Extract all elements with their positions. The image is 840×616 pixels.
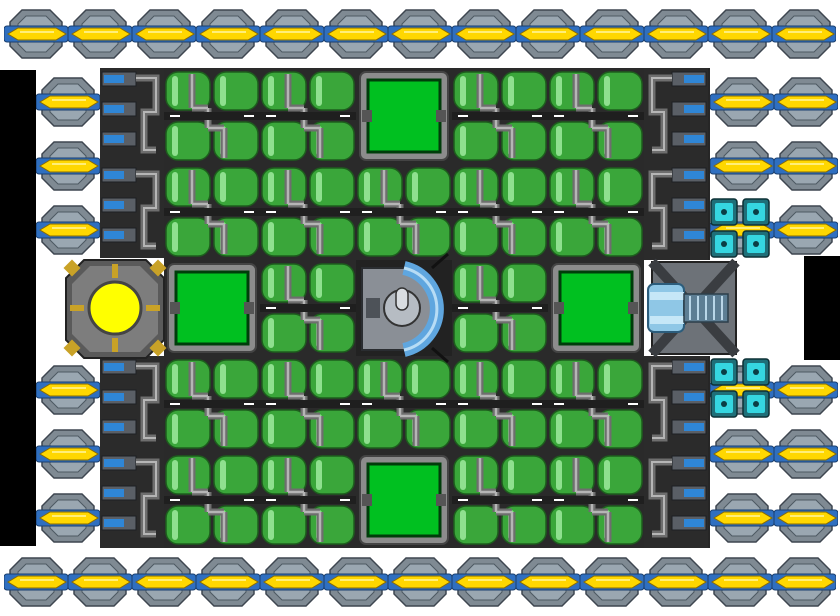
fuel-tank[interactable] <box>548 356 644 452</box>
thruster-tile[interactable] <box>196 9 260 59</box>
thruster-tile[interactable] <box>452 557 516 607</box>
fuel-tank[interactable] <box>452 68 548 164</box>
thruster-tile[interactable] <box>4 9 68 59</box>
wall-connector <box>644 356 708 452</box>
thruster-tile[interactable] <box>644 9 708 59</box>
void-right <box>804 256 840 360</box>
wall-connector <box>100 452 164 548</box>
fuel-tank[interactable] <box>548 68 644 164</box>
hatch-left[interactable] <box>164 260 260 356</box>
thruster-tile[interactable] <box>708 9 772 59</box>
fuel-tank[interactable] <box>260 68 356 164</box>
thruster-tile[interactable] <box>774 365 838 415</box>
fuel-tank[interactable] <box>164 164 260 260</box>
fuel-tank[interactable] <box>164 452 260 548</box>
fuel-tank[interactable] <box>164 68 260 164</box>
thruster-tile[interactable] <box>68 557 132 607</box>
void-left <box>0 70 36 546</box>
fuel-tank[interactable] <box>452 356 548 452</box>
thruster-tile[interactable] <box>36 493 100 543</box>
thruster-tile[interactable] <box>388 9 452 59</box>
thruster-tile[interactable] <box>36 429 100 479</box>
fuel-tank[interactable] <box>260 356 356 452</box>
thruster-tile[interactable] <box>132 9 196 59</box>
top-thruster-row <box>4 9 836 59</box>
command-cockpit[interactable] <box>356 252 452 364</box>
thruster-tile[interactable] <box>774 205 838 255</box>
fuel-tank[interactable] <box>548 452 644 548</box>
wall-connector <box>100 164 164 260</box>
thruster-tile[interactable] <box>452 9 516 59</box>
fuel-tank[interactable] <box>164 356 260 452</box>
thruster-tile[interactable] <box>516 9 580 59</box>
thruster-tile[interactable] <box>772 557 836 607</box>
thruster-tile[interactable] <box>774 141 838 191</box>
thruster-tile[interactable] <box>36 77 100 127</box>
thruster-tile[interactable] <box>580 557 644 607</box>
thruster-tile[interactable] <box>36 205 100 255</box>
bottom-thruster-row <box>4 557 836 607</box>
fuel-tank[interactable] <box>356 164 452 260</box>
wall-connector <box>100 68 164 164</box>
thruster-tile[interactable] <box>260 9 324 59</box>
wall-connector <box>100 356 164 452</box>
thruster-tile[interactable] <box>36 141 100 191</box>
thruster-tile[interactable] <box>196 557 260 607</box>
thruster-tile[interactable] <box>260 557 324 607</box>
hatch-bottom[interactable] <box>356 452 452 548</box>
thruster-tile[interactable] <box>710 77 774 127</box>
thruster-tile[interactable] <box>132 557 196 607</box>
thruster-tile[interactable] <box>774 77 838 127</box>
fuel-tank[interactable] <box>452 452 548 548</box>
wall-connector <box>644 68 708 164</box>
fuel-tank[interactable] <box>260 260 356 356</box>
fuel-tank[interactable] <box>260 452 356 548</box>
thruster-tile[interactable] <box>708 557 772 607</box>
fuel-tank[interactable] <box>548 164 644 260</box>
thruster-tile[interactable] <box>772 9 836 59</box>
thruster-tile[interactable] <box>36 365 100 415</box>
hatch-right[interactable] <box>548 260 644 356</box>
fuel-tank[interactable] <box>452 164 548 260</box>
wall-connector <box>644 164 708 260</box>
thruster-tile[interactable] <box>324 557 388 607</box>
thruster-tile[interactable] <box>710 429 774 479</box>
fuel-tank[interactable] <box>260 164 356 260</box>
wall-connector <box>644 452 708 548</box>
thruster-tile[interactable] <box>4 557 68 607</box>
thruster-tile[interactable] <box>324 9 388 59</box>
thruster-tile[interactable] <box>644 557 708 607</box>
thruster-tile[interactable] <box>710 141 774 191</box>
thruster-tile[interactable] <box>516 557 580 607</box>
fuel-tank[interactable] <box>452 260 548 356</box>
reactor-core[interactable] <box>63 258 167 359</box>
thruster-tile[interactable] <box>774 493 838 543</box>
thruster-tile[interactable] <box>710 493 774 543</box>
thruster-tile[interactable] <box>68 9 132 59</box>
hatch-top[interactable] <box>356 68 452 164</box>
fuel-tank[interactable] <box>356 356 452 452</box>
thruster-tile[interactable] <box>774 429 838 479</box>
thruster-tile[interactable] <box>388 557 452 607</box>
thruster-tile[interactable] <box>580 9 644 59</box>
main-engine[interactable] <box>644 258 740 358</box>
